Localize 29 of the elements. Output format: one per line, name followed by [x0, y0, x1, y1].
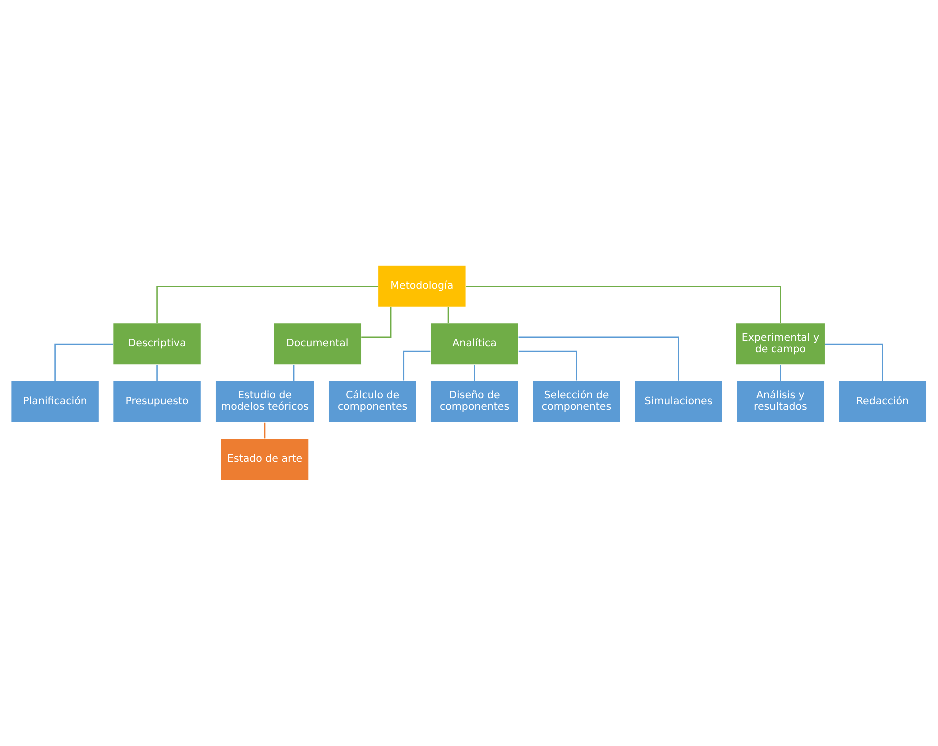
node-box: Selección de componentes — [532, 380, 622, 424]
connector — [518, 336, 680, 381]
node-box: Estudio de modelos teóricos — [215, 380, 315, 424]
connector — [474, 365, 476, 381]
node-box: Experimental y de campo — [736, 322, 826, 366]
connector — [293, 365, 295, 381]
node-box: Documental — [273, 322, 362, 366]
node-box: Descriptiva — [113, 322, 202, 366]
connector — [518, 350, 578, 381]
node-box: Análisis y resultados — [736, 380, 825, 424]
connector — [403, 350, 431, 381]
connector — [825, 344, 884, 381]
node-box: Cálculo de componentes — [328, 380, 418, 424]
connector — [780, 365, 782, 381]
connector — [466, 286, 782, 324]
connector — [54, 344, 114, 381]
node-box: Estado de arte — [220, 438, 310, 481]
connector — [156, 286, 378, 324]
connector — [156, 365, 158, 381]
node-box: Presupuesto — [113, 380, 202, 424]
node-box: Diseño de componentes — [430, 380, 520, 424]
connector — [264, 422, 266, 439]
node-box: Redacción — [838, 380, 927, 424]
node-box: Planificación — [11, 380, 100, 424]
node-box: Analítica — [430, 322, 520, 366]
node-box: Metodología — [378, 265, 466, 308]
node-box: Simulaciones — [634, 380, 723, 424]
connector — [362, 307, 392, 338]
connector — [448, 307, 450, 324]
